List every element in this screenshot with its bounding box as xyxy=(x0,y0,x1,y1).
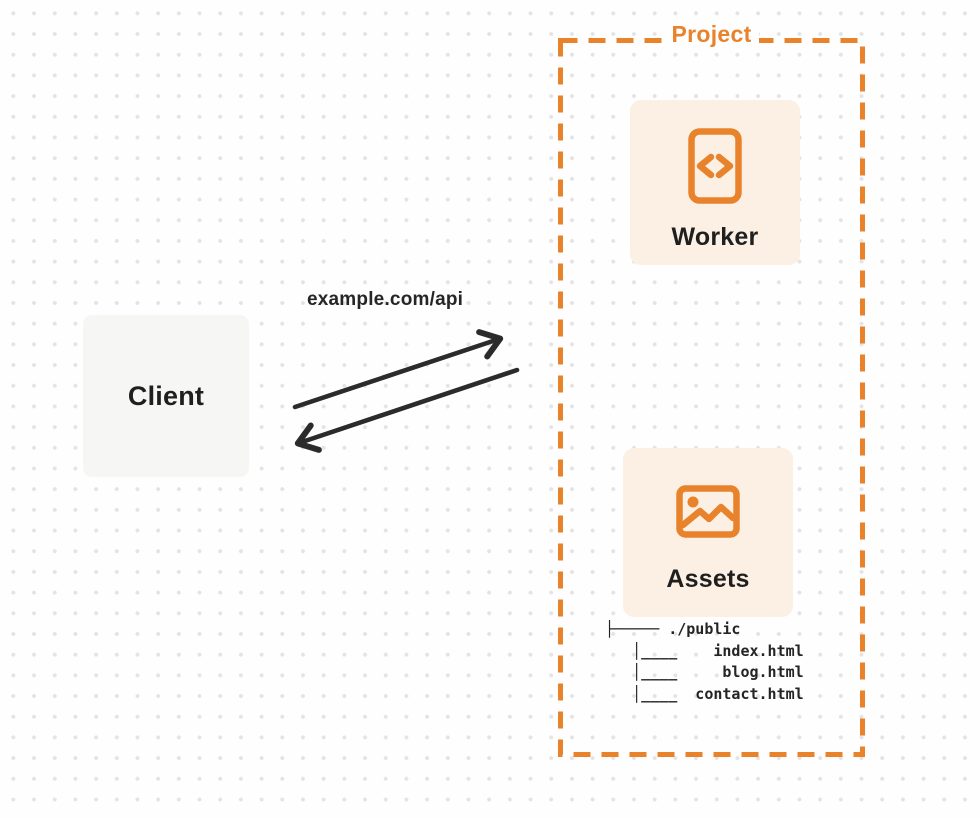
client-node: Client xyxy=(83,315,249,477)
image-icon xyxy=(676,485,740,538)
response-arrow xyxy=(294,367,520,453)
worker-label: Worker xyxy=(671,223,759,251)
worker-node: Worker xyxy=(630,100,800,265)
request-url-label: example.com/api xyxy=(307,289,464,310)
assets-node: Assets xyxy=(623,448,793,617)
request-arrow xyxy=(292,329,504,410)
file-tree: ├───── ./public │____ index.html │____ b… xyxy=(605,620,804,703)
assets-label: Assets xyxy=(666,565,750,593)
code-file-icon xyxy=(688,128,742,204)
project-boundary: Project xyxy=(560,21,863,48)
project-label: Project xyxy=(664,21,759,48)
client-label: Client xyxy=(127,380,205,411)
